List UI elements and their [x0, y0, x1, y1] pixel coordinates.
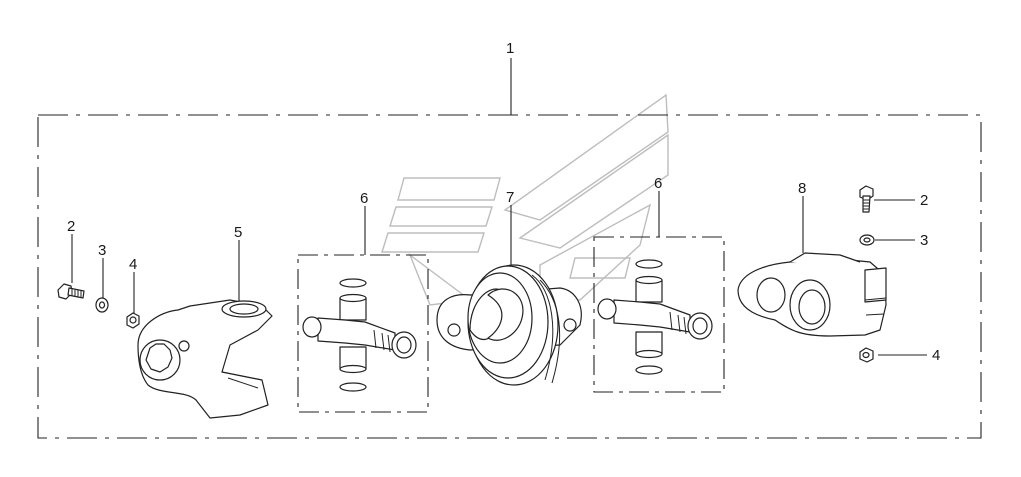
watermark-logo-icon: [381, 93, 669, 306]
callout-2: 2: [67, 218, 75, 235]
callout-2: 2: [920, 192, 928, 209]
yoke-icon: [137, 299, 273, 419]
bolt-icon: [859, 185, 874, 213]
universal-joint-cross-icon: [593, 236, 725, 393]
clamp-yoke-icon: [737, 252, 887, 337]
bolt-icon: [57, 283, 85, 300]
callout-3: 3: [98, 242, 106, 259]
callout-4: 4: [129, 256, 137, 273]
callout-6: 6: [654, 175, 662, 192]
nut-icon: [859, 347, 874, 363]
leader-lines: [71, 58, 927, 356]
callout-5: 5: [234, 224, 242, 241]
callout-8: 8: [798, 180, 806, 197]
callout-7: 7: [506, 189, 514, 206]
assembly-boundary: [37, 114, 982, 439]
callout-labels: 1 2 3 4 5 6 7 6 8 2 3 4: [67, 40, 940, 364]
universal-joint-cross-icon: [297, 254, 429, 413]
nut-icon: [126, 312, 140, 329]
callout-1: 1: [506, 40, 514, 57]
washer-icon: [95, 297, 109, 313]
coupling-icon: [436, 264, 582, 386]
callout-6: 6: [360, 190, 368, 207]
callout-3: 3: [920, 232, 928, 249]
washer-icon: [859, 234, 875, 246]
callout-4: 4: [932, 347, 940, 364]
